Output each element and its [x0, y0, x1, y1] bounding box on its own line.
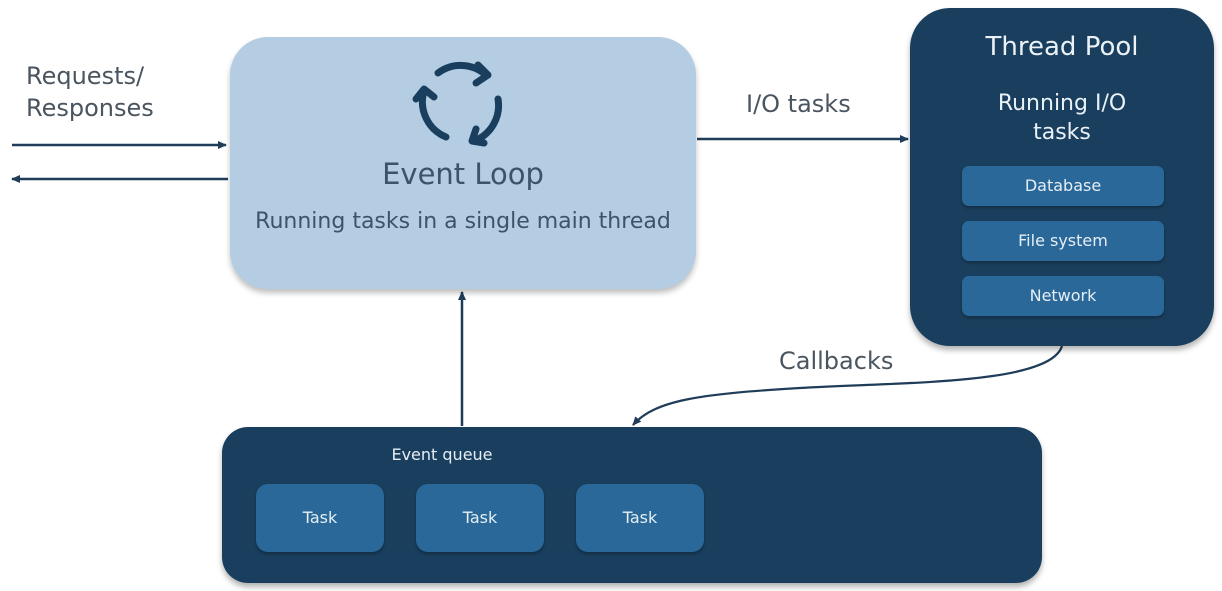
thread-pool-box: Thread Pool Running I/O tasks Database F…	[910, 8, 1214, 346]
queue-task: Task	[256, 484, 384, 552]
thread-pool-title: Thread Pool	[985, 32, 1139, 62]
event-queue-box: Event queue Task Task Task	[222, 427, 1042, 583]
thread-pool-subtitle-line: tasks	[1033, 119, 1091, 145]
queue-task: Task	[576, 484, 704, 552]
refresh-cycle-icon	[412, 61, 503, 147]
event-loop-subtitle: Running tasks in a single main thread	[255, 209, 671, 234]
requests-label-line: Requests/	[26, 62, 145, 90]
event-loop-title: Event Loop	[382, 157, 544, 191]
pool-item-file-system: File system	[962, 221, 1164, 261]
thread-pool-subtitle: Running I/O tasks	[910, 90, 1214, 147]
event-queue-title: Event queue	[391, 445, 493, 464]
pool-item-database: Database	[962, 166, 1164, 206]
queue-task: Task	[416, 484, 544, 552]
callbacks-label: Callbacks	[779, 347, 894, 375]
io-tasks-label: I/O tasks	[746, 90, 851, 118]
thread-pool-subtitle-line: Running I/O	[997, 91, 1127, 116]
event-loop-box: Event Loop Running tasks in a single mai…	[230, 37, 696, 289]
requests-responses-label: Requests/ Responses	[26, 60, 154, 125]
callbacks-arrow	[632, 345, 1064, 426]
pool-item-network: Network	[962, 276, 1164, 316]
responses-label-line: Responses	[26, 94, 154, 123]
